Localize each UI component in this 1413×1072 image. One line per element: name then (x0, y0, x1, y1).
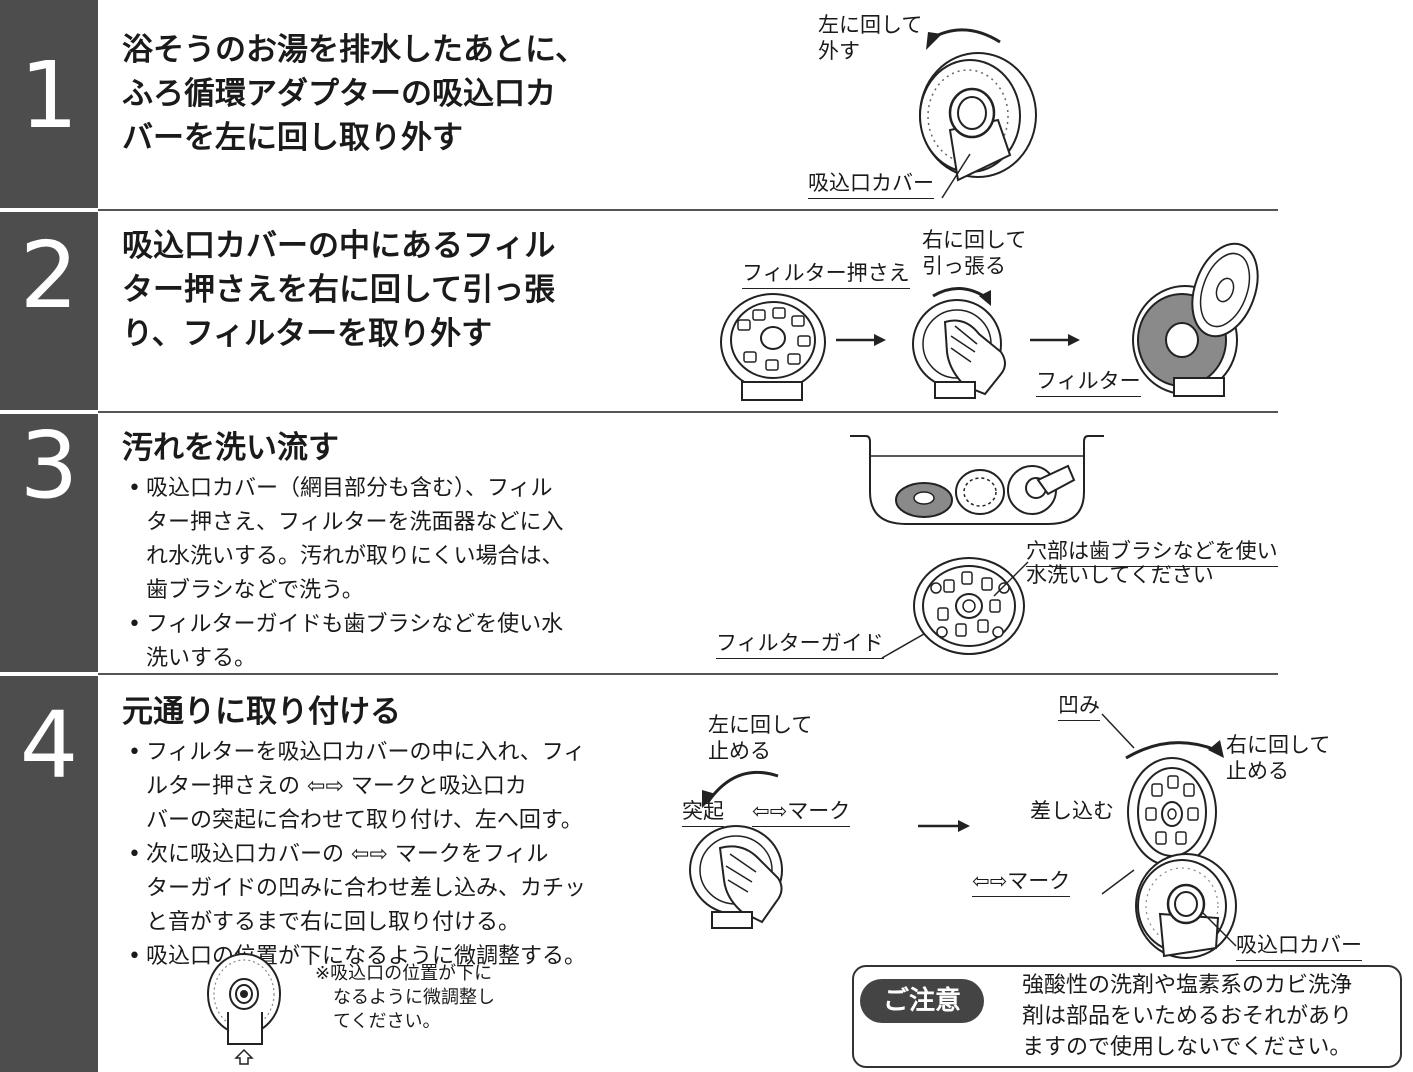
step1-number: 1 (19, 42, 79, 149)
step2-filter-label: フィルター (1036, 368, 1141, 397)
caution-text: 強酸性の洗剤や塩素系のカビ洗浄剤は部品をいためるおそれがありますので使用しないで… (1022, 973, 1353, 1060)
step1-heading: 浴そうのお湯を排水したあとに、 ふろ循環アダプターの吸込口カ バーを左に回し取り… (122, 32, 587, 156)
step3-holes-leader-line (993, 561, 1029, 597)
step4-rotate-left-arrow (702, 770, 779, 808)
arrow-right-icon (918, 820, 970, 832)
step1-cover-label: 吸込口カバー (808, 170, 934, 199)
step4-cover-label: 吸込口カバー (1236, 932, 1362, 961)
list-item: 吸込口カバー（網目部分も含む）、フィルター押さえ、フィルターを洗面器などに入 れ… (128, 472, 564, 608)
step3-holes-label: 穴部は歯ブラシなどを使い (1026, 538, 1278, 567)
step2-rotate-label: 右に回して引っ張る (922, 228, 1027, 278)
step1-leader-line (941, 153, 971, 199)
step4-hand-install-illustration (689, 825, 783, 929)
step4-protrusion-label: 突起 (682, 798, 724, 827)
step4-rotate-right-label: 右に回して止める (1226, 733, 1331, 783)
step2-band (0, 212, 98, 410)
caution-box (852, 965, 1402, 1068)
step4-mark2-label: ⇦⇨マーク (972, 868, 1071, 897)
step3-guide-label: フィルターガイド (716, 630, 884, 659)
step4-rotate-left-label: 左に回して止める (708, 713, 813, 763)
step4-cover-illustration (1135, 853, 1237, 959)
step3-basin-illustration (850, 435, 1104, 525)
step2-filter-holder-label: フィルター押さえ (742, 260, 910, 289)
step3-holes-label-2: 水洗いしてください (1026, 563, 1214, 587)
step1-band (0, 0, 98, 208)
step3-bullets: 吸込口カバー（網目部分も含む）、フィルター押さえ、フィルターを洗面器などに入 れ… (128, 472, 564, 676)
step4-heading: 元通りに取り付ける (122, 694, 401, 730)
step2-filter-removed-illustration (1132, 242, 1259, 397)
divider-3 (98, 673, 1278, 675)
step4-dent-label: 凹み (1058, 692, 1100, 721)
step4-band (0, 676, 98, 1072)
step3-heading: 汚れを洗い流す (122, 430, 339, 466)
step2-hand-rotate-illustration (912, 287, 1006, 399)
step3-band (0, 414, 98, 672)
step4-dent-leader-line (1101, 713, 1135, 749)
step4-mark1-label: ⇦⇨マーク (752, 798, 851, 827)
step2-heading: 吸込口カバーの中にあるフィル ター押さえを右に回して引っ張 り、フィルターを取り… (122, 228, 556, 352)
step2-filter-holder-illustration (720, 293, 826, 401)
step1-cover-illustration (919, 28, 1037, 182)
arrow-right-icon (1030, 334, 1080, 346)
step1-rotate-label: 左に回して外す (818, 13, 923, 63)
step4-number: 4 (19, 692, 79, 799)
divider-1 (98, 209, 1278, 211)
step3-filter-guide-illustration (913, 557, 1025, 655)
step4-insert-label: 差し込む (1030, 799, 1114, 823)
arrow-right-icon (836, 334, 886, 346)
step4-cover-leader-line (1201, 911, 1237, 947)
step4-inlet-position-illustration (207, 953, 281, 1065)
step3-number: 3 (19, 412, 79, 519)
step4-small-note: ※吸込口の位置が下に なるように微調整し てください。 (315, 963, 495, 1032)
step4-mark2-leader-line (1101, 869, 1135, 895)
divider-2 (98, 411, 1278, 413)
list-item: 次に吸込口カバーの ⇦⇨ マークをフィルターガイドの凹みに合わせ差し込み、カチッ… (128, 838, 586, 940)
step2-number: 2 (19, 222, 79, 329)
step3-guide-leader-line (881, 633, 925, 659)
caution-badge: ご注意 (860, 979, 984, 1023)
